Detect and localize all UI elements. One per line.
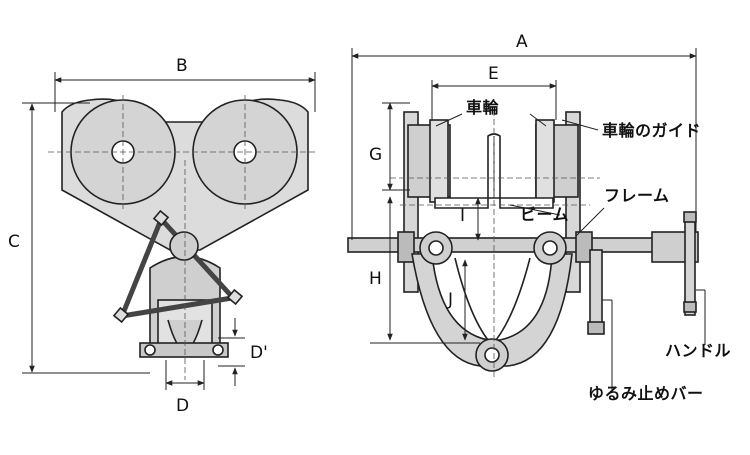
callout-beam: ビーム	[520, 205, 570, 224]
main-shaft	[347, 237, 657, 253]
front-view	[347, 111, 699, 372]
dim-label-d-prime: D'	[250, 343, 268, 363]
dim-label-c: C	[8, 232, 20, 252]
dim-label-a: A	[516, 32, 528, 52]
callout-wheel-guide: 車輪のガイド	[602, 121, 702, 140]
dim-label-b: B	[176, 56, 188, 76]
dim-label-g: G	[369, 145, 383, 165]
callout-wheel: 車輪	[466, 98, 500, 117]
lock-bar	[589, 249, 603, 331]
dim-label-d: D	[176, 396, 190, 416]
dim-label-j: J	[448, 290, 454, 310]
handle-hub	[169, 231, 199, 261]
callout-lock-bar: ゆるみ止めバー	[588, 384, 704, 403]
dim-label-i: I	[460, 206, 466, 226]
callout-frame: フレーム	[604, 186, 670, 205]
callout-handle: ハンドル	[665, 341, 732, 360]
dim-label-e: E	[488, 64, 499, 84]
side-view	[61, 98, 309, 358]
dim-label-h: H	[369, 269, 382, 289]
